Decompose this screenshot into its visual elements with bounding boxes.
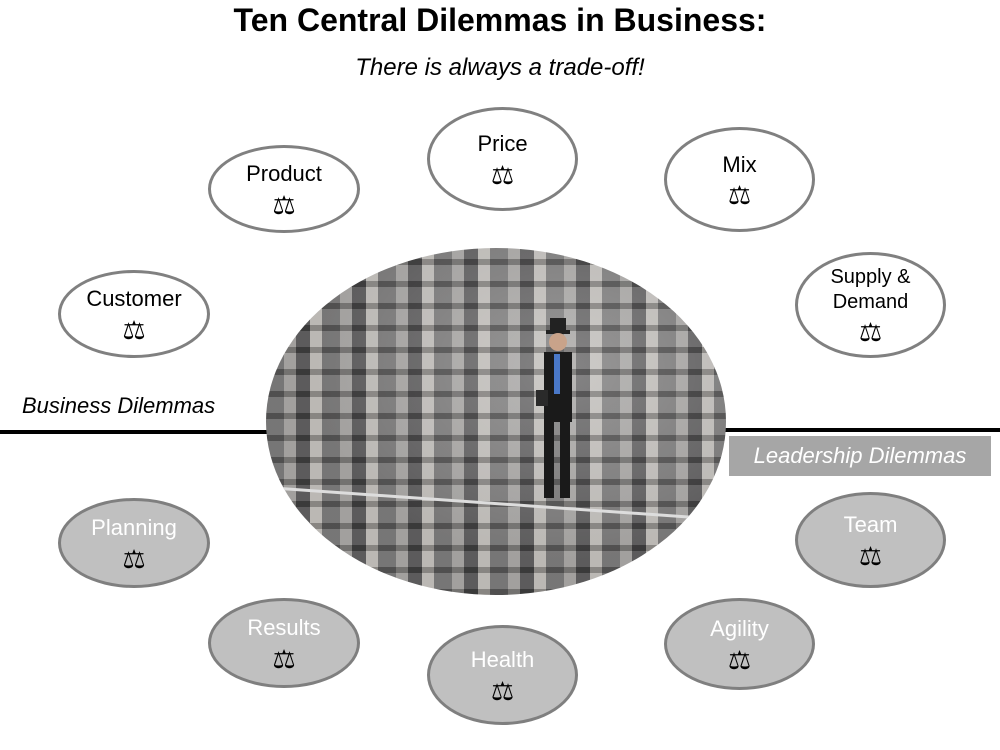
dilemma-planning: Planning ⚖ bbox=[58, 498, 210, 588]
divider-line-left bbox=[0, 430, 270, 434]
dilemma-mix: Mix ⚖ bbox=[664, 127, 815, 232]
scale-icon: ⚖ bbox=[727, 644, 752, 675]
dilemma-health: Health ⚖ bbox=[427, 625, 578, 725]
dilemma-agility: Agility ⚖ bbox=[664, 598, 815, 690]
businessman-figure bbox=[536, 318, 572, 498]
dilemma-price: Price ⚖ bbox=[427, 107, 578, 211]
dilemma-label: Team bbox=[843, 512, 898, 538]
scale-icon: ⚖ bbox=[122, 314, 146, 345]
dilemma-team: Team ⚖ bbox=[795, 492, 946, 588]
dilemma-label: Product bbox=[246, 161, 322, 187]
dilemma-label: Supply & Demand bbox=[830, 266, 911, 313]
dilemma-label: Customer bbox=[86, 286, 182, 312]
subtitle: There is always a trade-off! bbox=[355, 54, 645, 81]
divider-line-right bbox=[722, 428, 1000, 432]
dilemma-supply-demand: Supply & Demand ⚖ bbox=[795, 252, 946, 358]
scale-icon: ⚖ bbox=[122, 543, 146, 574]
scale-icon: ⚖ bbox=[858, 317, 883, 347]
scale-icon: ⚖ bbox=[490, 675, 515, 706]
dilemma-label: Agility bbox=[710, 616, 769, 642]
dilemma-product: Product ⚖ bbox=[208, 145, 360, 233]
dilemma-label: Results bbox=[247, 615, 321, 641]
scale-icon: ⚖ bbox=[727, 180, 752, 211]
dilemma-results: Results ⚖ bbox=[208, 598, 360, 688]
scale-icon: ⚖ bbox=[858, 540, 883, 571]
leadership-dilemmas-label: Leadership Dilemmas bbox=[729, 436, 991, 476]
title: Ten Central Dilemmas in Business: bbox=[233, 2, 767, 38]
dilemma-customer: Customer ⚖ bbox=[58, 270, 210, 358]
dilemma-label: Price bbox=[477, 131, 528, 157]
dilemma-label: Mix bbox=[722, 151, 757, 177]
scale-icon: ⚖ bbox=[272, 189, 296, 220]
dilemma-label: Planning bbox=[91, 515, 177, 541]
dilemma-label: Health bbox=[470, 647, 535, 673]
scale-icon: ⚖ bbox=[272, 643, 296, 674]
business-dilemmas-label: Business Dilemmas bbox=[22, 393, 216, 418]
tightrope-walker-photo bbox=[266, 248, 726, 595]
scale-icon: ⚖ bbox=[490, 159, 515, 190]
